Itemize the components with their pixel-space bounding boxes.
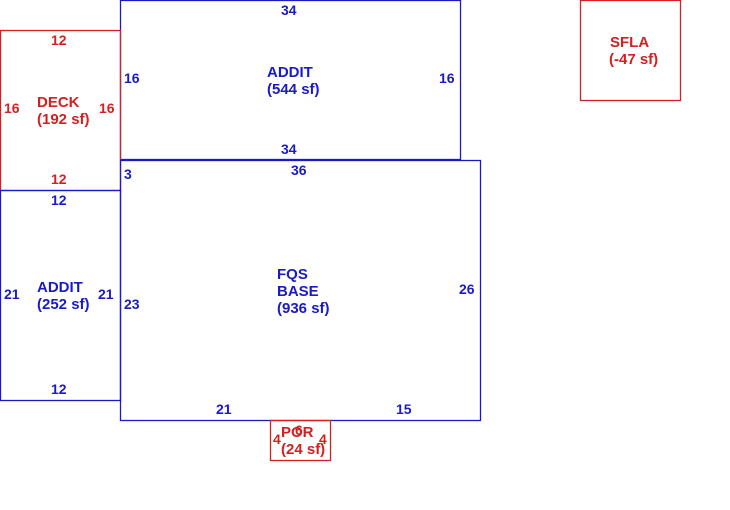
deck-dim-left: 16	[4, 100, 20, 116]
deck-dim-top: 12	[51, 32, 67, 48]
por-dim-top: 6	[295, 422, 303, 438]
base-dim-left-upper: 3	[124, 166, 132, 182]
deck-dim-bottom: 12	[51, 171, 67, 187]
sfla-outline	[579, 0, 682, 102]
addit-top-dim-top: 34	[281, 2, 297, 18]
addit-top-dim-right: 16	[439, 70, 455, 86]
por-dim-right: 4	[319, 431, 327, 447]
sfla-area: (-47 sf)	[609, 51, 659, 68]
addit-top-dim-left: 16	[124, 70, 140, 86]
addit-left-dim-bottom: 12	[51, 381, 67, 397]
base-dim-top: 36	[291, 162, 307, 178]
base-dim-bottom-right: 15	[396, 401, 412, 417]
por-outline	[269, 419, 332, 462]
deck-name: DECK	[37, 94, 80, 111]
base-name-line2: BASE	[277, 283, 319, 300]
base-dim-bottom-left: 21	[216, 401, 232, 417]
por-name: POR	[281, 424, 314, 441]
addit-top-area: (544 sf)	[267, 81, 320, 98]
deck-area: (192 sf)	[37, 111, 90, 128]
addit-top-name: ADDIT	[267, 64, 313, 81]
base-dim-left-lower: 23	[124, 296, 140, 312]
addit-left-dim-left: 21	[4, 286, 20, 302]
sfla-name: SFLA	[610, 34, 650, 51]
base-dim-right: 26	[459, 281, 475, 297]
por-dim-left: 4	[273, 431, 281, 447]
addit-left-area: (252 sf)	[37, 296, 90, 313]
addit-left-dim-right: 21	[98, 286, 114, 302]
addit-left-name: ADDIT	[37, 279, 83, 296]
addit-top-dim-bottom: 34	[281, 141, 297, 157]
base-name-line1: FQS	[277, 266, 308, 283]
base-area: (936 sf)	[277, 300, 330, 317]
deck-dim-right: 16	[99, 100, 115, 116]
por-area: (24 sf)	[281, 441, 326, 458]
addit-left-dim-top: 12	[51, 192, 67, 208]
